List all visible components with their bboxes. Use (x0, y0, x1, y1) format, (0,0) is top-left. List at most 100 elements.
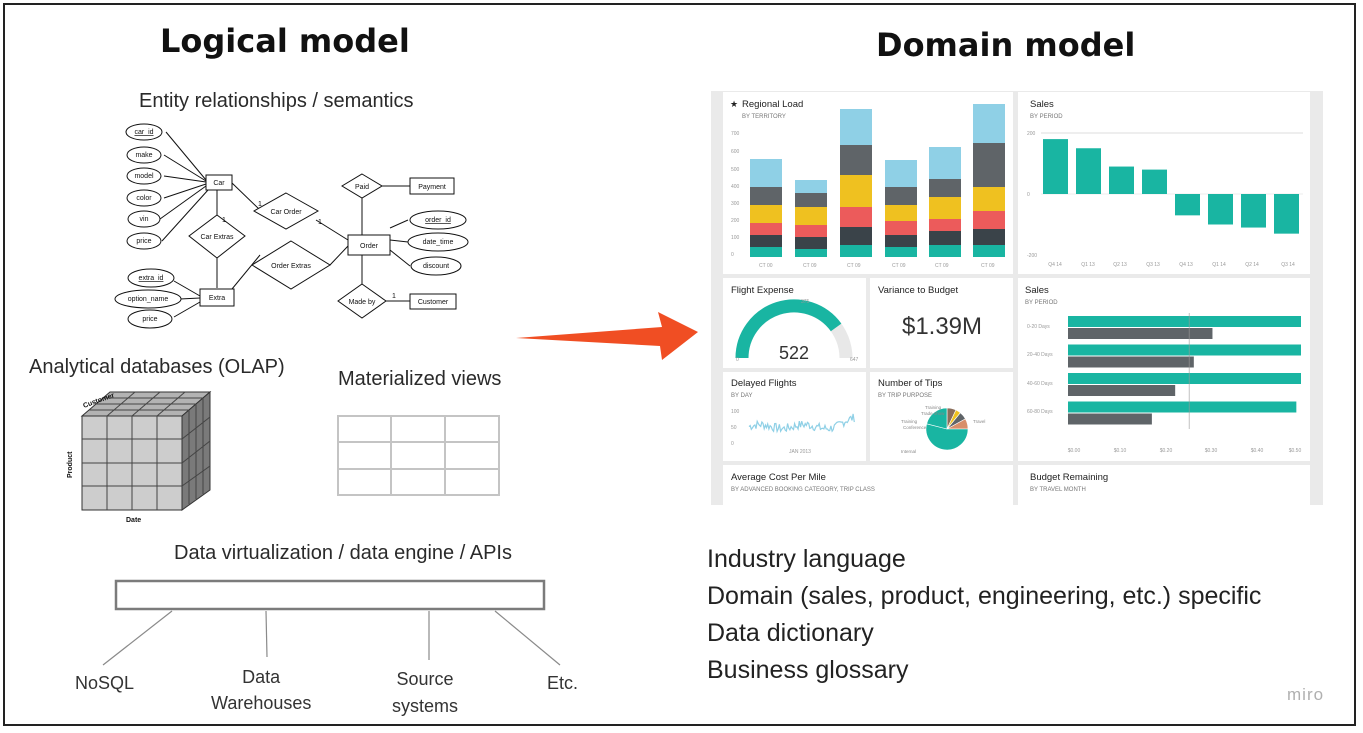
tips-subtitle: BY TRIP PURPOSE (878, 393, 932, 399)
regional-bar-segment (885, 221, 917, 235)
regional-bar-segment (750, 205, 782, 223)
er-attr-extra-price: price (142, 316, 157, 323)
regional-x-tick: CT 09 (981, 263, 995, 269)
sales-bars-x-tick: $0.00 (1068, 448, 1081, 454)
flight-expense-gauge-fill (735, 299, 842, 359)
flight-expense-max: 647 (850, 357, 859, 363)
tips-label: Training (925, 405, 942, 410)
regional-load-title: Regional Load (742, 99, 803, 110)
regional-bar-segment (973, 229, 1005, 245)
regional-bar-segment (973, 104, 1005, 143)
bullet-domain-specific: Domain (sales, product, engineering, etc… (707, 582, 1262, 610)
regional-bar-segment (885, 205, 917, 221)
regional-x-tick: CT 09 (935, 263, 949, 269)
variance-title: Variance to Budget (878, 285, 958, 296)
regional-bar-segment (885, 247, 917, 257)
sales-bar-series-2 (1068, 385, 1176, 396)
regional-bar-segment (840, 145, 872, 175)
matviews-section-label: Materialized views (338, 368, 502, 390)
regional-bar-segment (885, 187, 917, 205)
bullet-data-dictionary: Data dictionary (707, 619, 874, 647)
er-attr-car-id: car_id (134, 129, 153, 136)
sales-bars-x-tick: $0.10 (1114, 448, 1127, 454)
virtualization-bar (114, 579, 546, 611)
regional-x-tick: CT 09 (803, 263, 817, 269)
dashboard: ★ Regional Load BY TERRITORY 700 600 500… (711, 91, 1323, 505)
source-etc: Etc. (547, 673, 579, 693)
sales-bar-series-1 (1068, 344, 1301, 356)
delayed-flights-line (748, 413, 855, 434)
delayed-x-tick: JAN 2013 (789, 449, 811, 455)
regional-bar-segment (750, 247, 782, 257)
regional-load-star-icon: ★ (730, 99, 738, 109)
flight-expense-value: 522 (779, 343, 809, 363)
er-attr-discount: discount (423, 263, 449, 270)
sales-bars-subtitle: BY PERIOD (1025, 300, 1058, 306)
regional-bar-segment (929, 231, 961, 245)
regional-bar-segment (929, 179, 961, 197)
regional-bar-segment (973, 187, 1005, 211)
er-entity-extra: Extra (209, 295, 225, 302)
regional-bar-segment (840, 227, 872, 245)
sales-bar-series-2 (1068, 356, 1194, 368)
delayed-flights-title: Delayed Flights (731, 378, 797, 389)
tile-avg-cost (723, 465, 1013, 505)
regional-bar-segment (840, 175, 872, 207)
er-entity-car: Car (213, 180, 225, 187)
regional-bar-segment (795, 237, 827, 249)
tile-variance (870, 278, 1013, 368)
er-cardinality: 1 (258, 201, 262, 208)
regional-y-tick: 400 (731, 184, 740, 190)
regional-bar-segment (750, 187, 782, 205)
sales-period-x-tick: Q3 14 (1281, 262, 1295, 268)
regional-bar-segment (795, 180, 827, 193)
sales-period-title: Sales (1030, 99, 1054, 110)
outer-frame (3, 3, 1356, 726)
er-attr-date-time: date_time (423, 239, 454, 246)
flight-expense-target: 375 (801, 299, 810, 305)
sales-bars-bars (1068, 313, 1301, 429)
sales-bars-category: 40-60 Days (1027, 381, 1053, 387)
regional-bar-segment (840, 109, 872, 145)
sales-bars-x-tick: $0.20 (1160, 448, 1173, 454)
olap-axis-date: Date (126, 517, 141, 524)
er-entity-payment: Payment (418, 184, 446, 191)
regional-bar-segment (929, 219, 961, 231)
sales-period-x-tick: Q4 14 (1048, 262, 1062, 268)
tile-budget-remaining (1018, 465, 1310, 505)
regional-load-subtitle: BY TERRITORY (742, 114, 786, 120)
er-cardinality: 1 (392, 293, 396, 300)
domain-model-title: Domain model (876, 26, 1136, 64)
regional-bar-segment (929, 147, 961, 179)
regional-bar-segment (795, 249, 827, 257)
regional-bar-segment (885, 160, 917, 187)
sales-period-x-tick: Q3 13 (1146, 262, 1160, 268)
budget-remaining-subtitle: BY TRAVEL MONTH (1030, 487, 1086, 493)
regional-bar-segment (929, 245, 961, 257)
sales-period-bar (1274, 194, 1299, 234)
sales-period-y-tick: -200 (1027, 253, 1037, 259)
regional-bar-segment (750, 235, 782, 247)
regional-y-tick: 500 (731, 167, 740, 173)
bullet-industry-language: Industry language (707, 545, 906, 573)
er-rel-order-extras: Order Extras (271, 263, 311, 270)
sales-bars-x-tick: $0.30 (1205, 448, 1218, 454)
avg-cost-title: Average Cost Per Mile (731, 472, 826, 483)
sales-bar-series-2 (1068, 413, 1152, 425)
regional-x-tick: CT 09 (892, 263, 906, 269)
sales-bar-series-1 (1068, 373, 1301, 384)
flight-expense-title: Flight Expense (731, 285, 794, 296)
connector-line (102, 610, 173, 666)
sales-bar-series-2 (1068, 328, 1213, 339)
delayed-y-tick: 100 (731, 409, 740, 415)
avg-cost-subtitle: BY ADVANCED BOOKING CATEGORY, TRIP CLASS (731, 487, 875, 493)
olap-axis-product: Product (67, 451, 74, 478)
er-attr-color: color (136, 195, 152, 202)
bullet-business-glossary: Business glossary (707, 656, 909, 684)
tips-pie (925, 407, 969, 451)
regional-bar-segment (885, 235, 917, 247)
sales-bars-category: 60-80 Days (1027, 409, 1053, 415)
